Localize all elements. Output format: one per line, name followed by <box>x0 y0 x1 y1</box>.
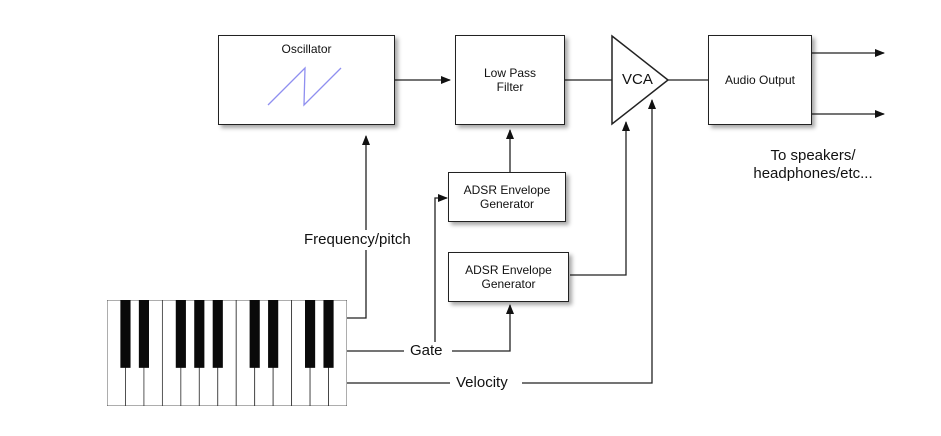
black-key <box>138 300 149 368</box>
velocity-label: Velocity <box>453 374 511 392</box>
audio-output-label: Audio Output <box>724 73 796 87</box>
piano-keyboard-icon <box>107 300 347 406</box>
black-key <box>268 300 279 368</box>
adsr-envelope-filter-label: ADSR Envelope Generator <box>463 183 551 211</box>
black-key <box>249 300 260 368</box>
black-key <box>175 300 186 368</box>
black-key <box>194 300 205 368</box>
gate-branch-top <box>434 194 448 351</box>
velocity-line-right <box>522 99 656 384</box>
output-destination-note: To speakers/ headphones/etc... <box>743 147 883 183</box>
adsr-envelope-amp-block: ADSR Envelope Generator <box>448 252 569 302</box>
gate-label: Gate <box>407 342 446 360</box>
adsr-envelope-amp-label: ADSR Envelope Generator <box>465 263 552 291</box>
adsr-to-vca-arrow <box>570 121 630 276</box>
low-pass-filter-label: Low Pass Filter <box>483 66 537 94</box>
frequency-pitch-label: Frequency/pitch <box>301 231 414 249</box>
gate-branch-bottom <box>452 304 514 352</box>
sawtooth-wave-icon <box>267 66 342 107</box>
black-key <box>212 300 223 368</box>
black-key <box>305 300 316 368</box>
audio-output-block: Audio Output <box>708 35 812 125</box>
oscillator-label: Oscillator <box>281 42 332 56</box>
pitch-line-lower <box>347 250 367 319</box>
vca-label: VCA <box>622 71 653 88</box>
adsr-envelope-filter-block: ADSR Envelope Generator <box>448 172 566 222</box>
black-key <box>120 300 131 368</box>
oscillator-block: Oscillator <box>218 35 395 125</box>
low-pass-filter-block: Low Pass Filter <box>455 35 565 125</box>
black-key <box>323 300 334 368</box>
vca-triangle <box>611 34 670 126</box>
